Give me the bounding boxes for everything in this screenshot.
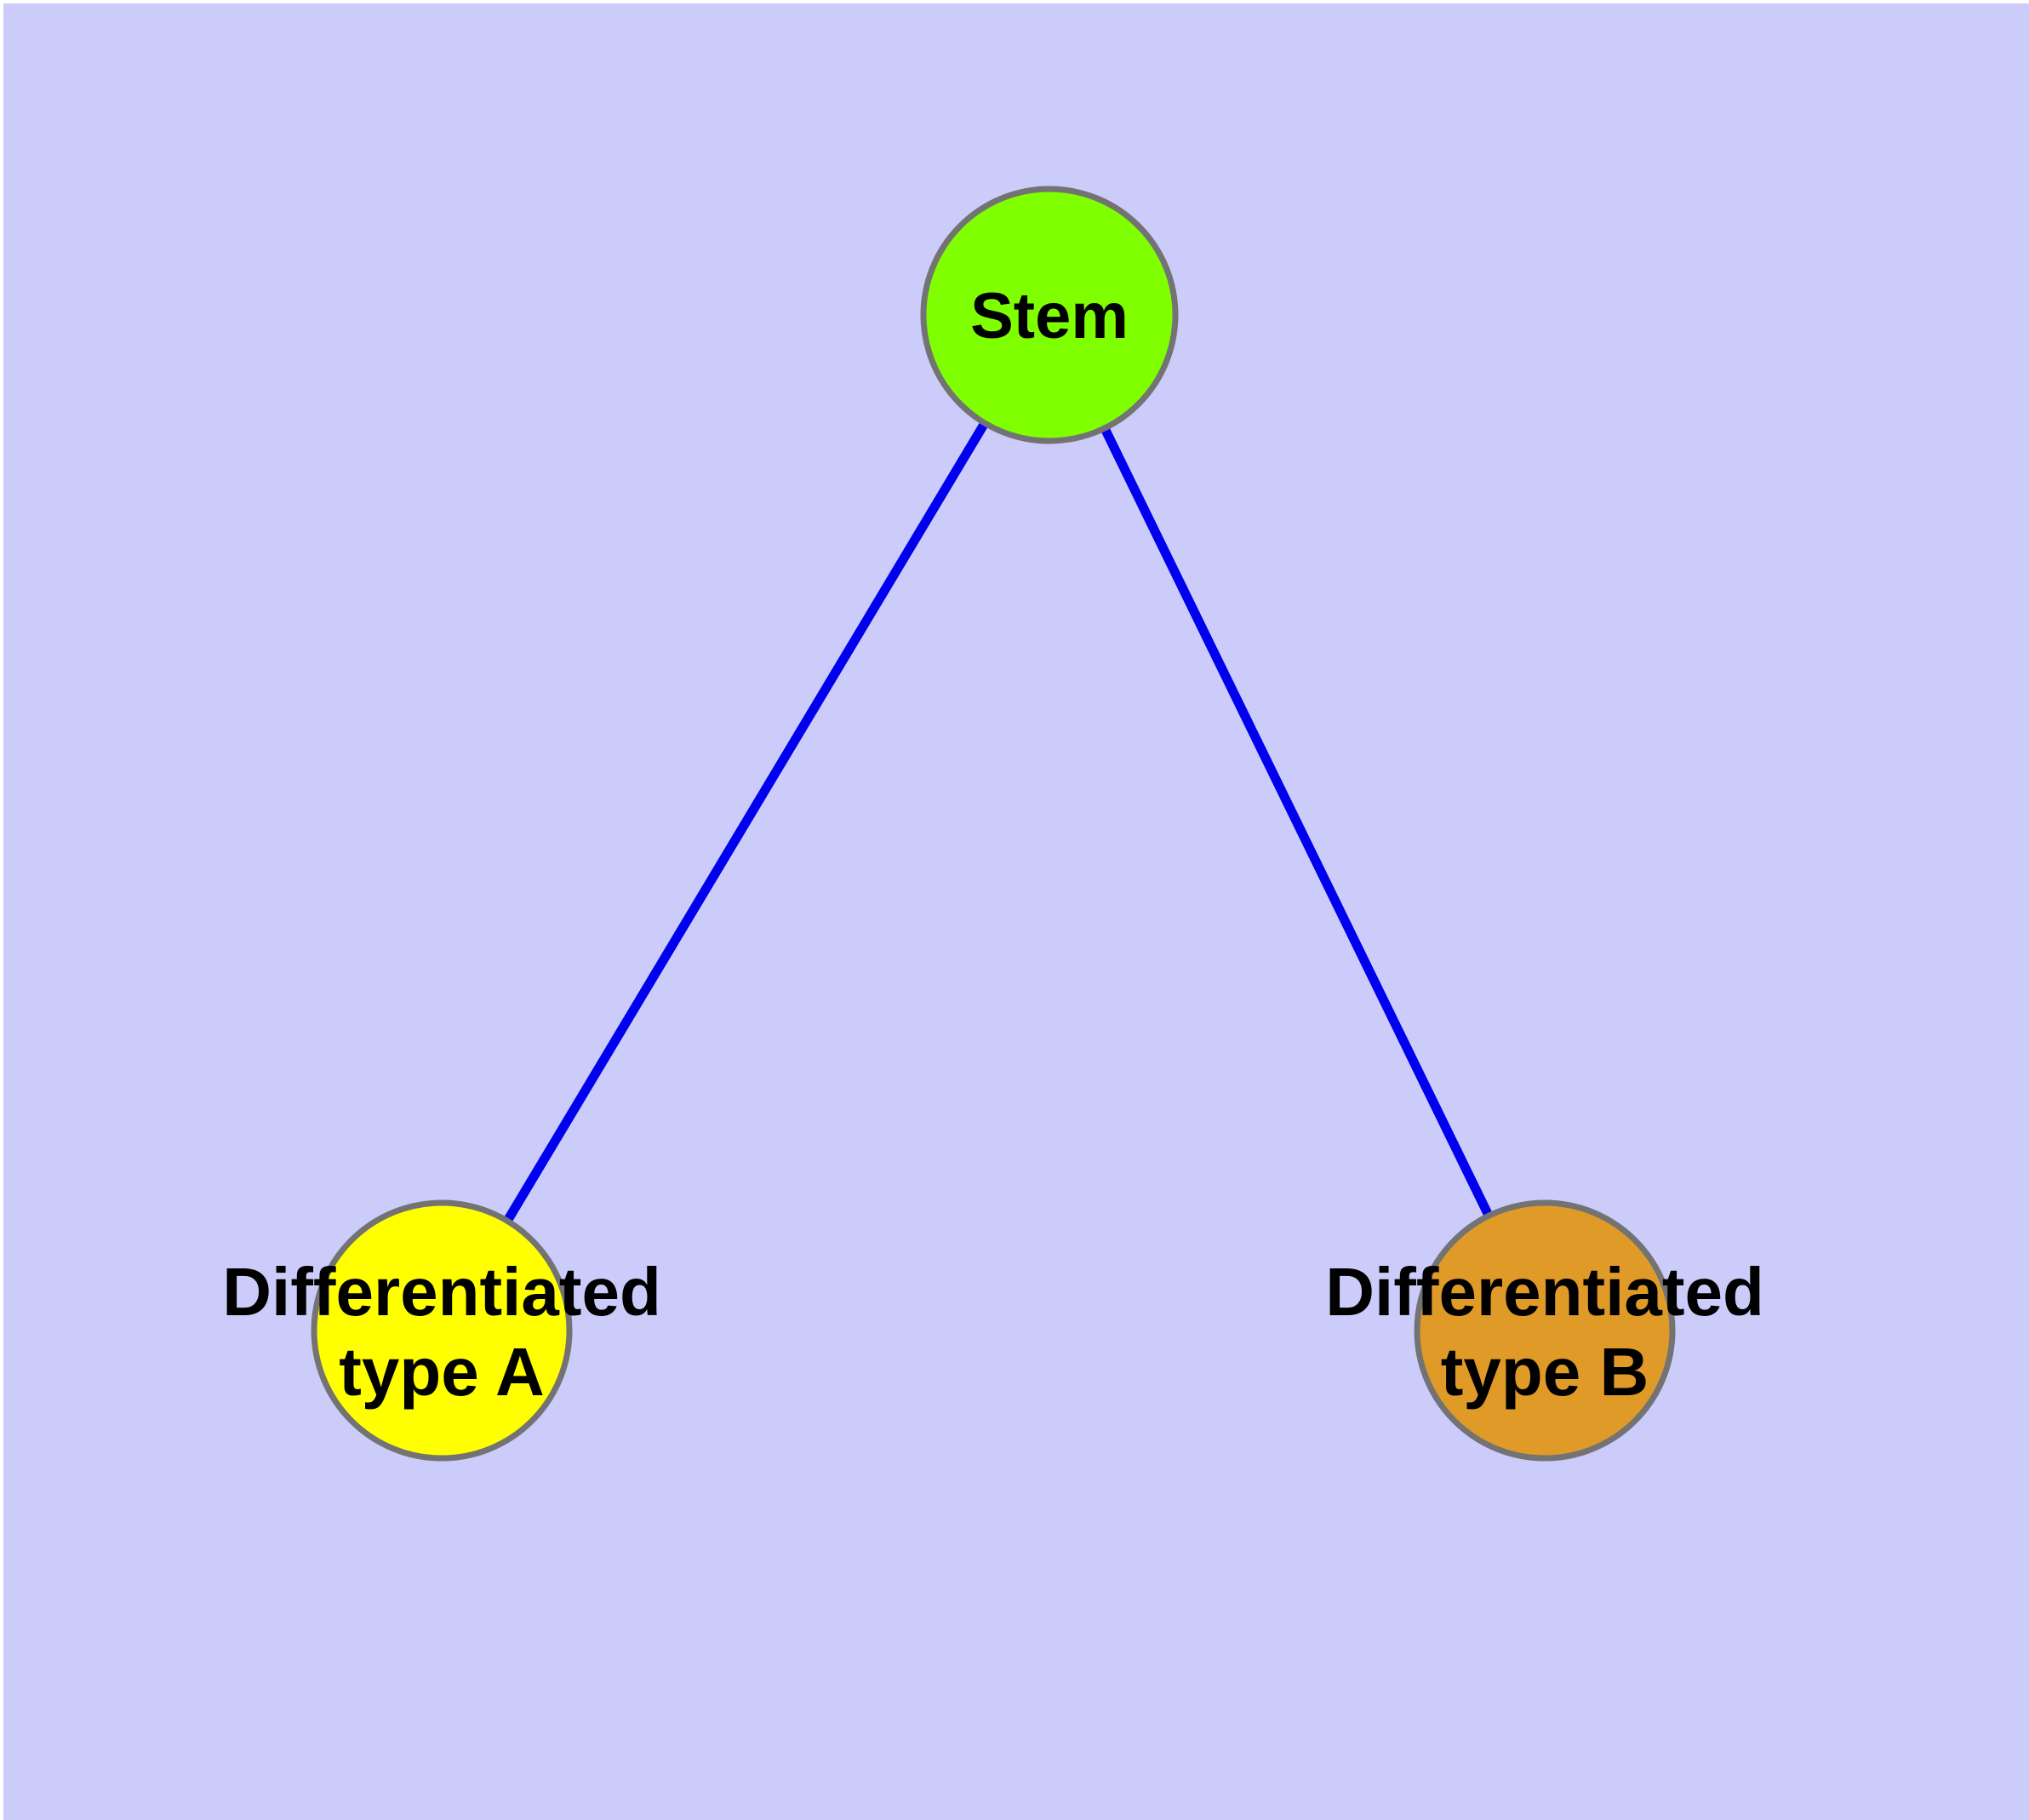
edges-layer (502, 419, 1495, 1225)
node-label-line: Stem (970, 280, 1129, 352)
node-label-line: type A (339, 1334, 545, 1410)
node-label-line: type B (1441, 1334, 1649, 1410)
node-circle-diff-b[interactable] (1414, 1199, 1676, 1462)
node-label-line: Differentiated (1325, 1254, 1764, 1330)
node-label-stem: Stem (970, 280, 1129, 352)
nodes-layer (311, 186, 1676, 1462)
node-circle-diff-a[interactable] (311, 1199, 573, 1462)
node-circle-stem[interactable] (920, 186, 1179, 444)
node-label-line: Differentiated (222, 1254, 661, 1330)
edge-stem-to-diff-b (1100, 424, 1495, 1220)
edge-stem-to-diff-a (502, 419, 990, 1225)
